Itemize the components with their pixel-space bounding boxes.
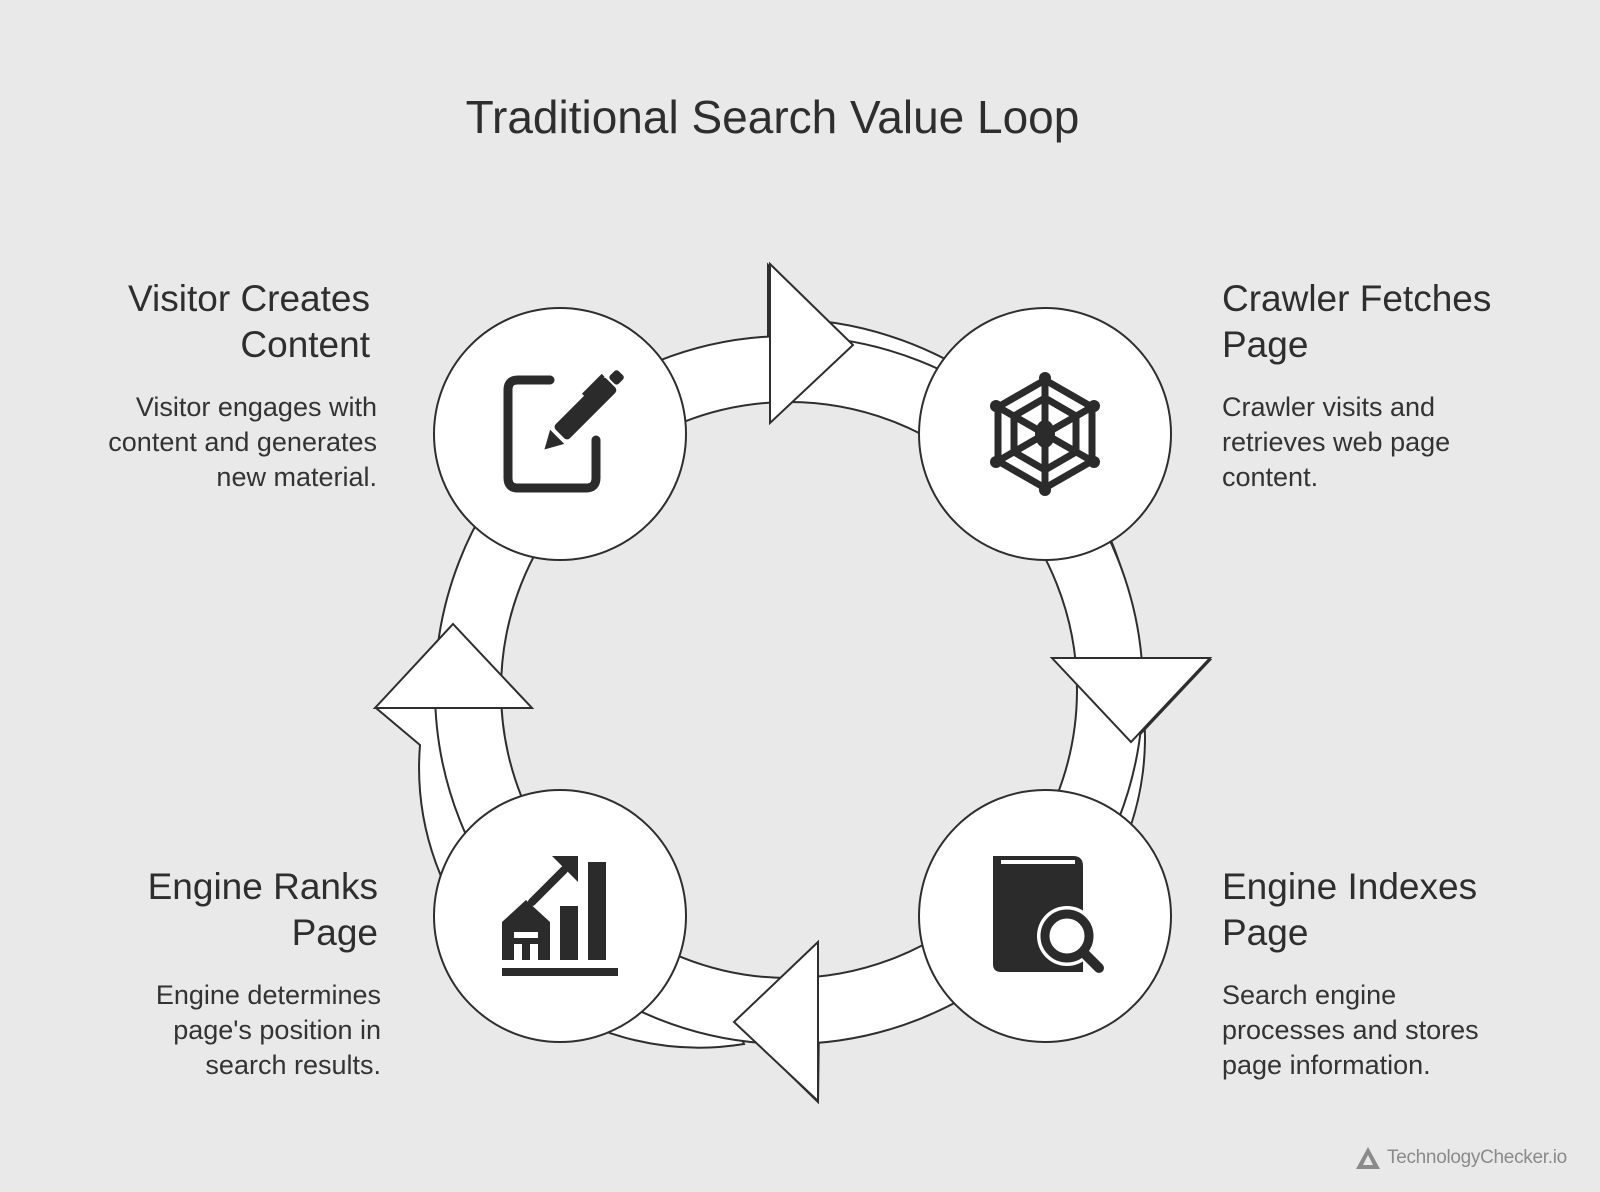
book-search-icon	[993, 856, 1104, 973]
arrow-bottom	[732, 939, 819, 1104]
pen-on-paper-icon	[503, 370, 624, 493]
ranking-chart-icon	[502, 856, 618, 976]
arrow-left	[372, 622, 535, 709]
arrow-top	[769, 261, 855, 426]
brand-watermark: TechnologyChecker.io	[1355, 1145, 1567, 1171]
triangle-logo-icon	[1356, 1147, 1380, 1169]
spider-web-icon	[990, 372, 1100, 496]
brand-name: TechnologyChecker.io	[1387, 1147, 1567, 1168]
arrow-right	[1049, 657, 1213, 744]
page-title: Traditional Search Value Loop	[465, 91, 1080, 143]
